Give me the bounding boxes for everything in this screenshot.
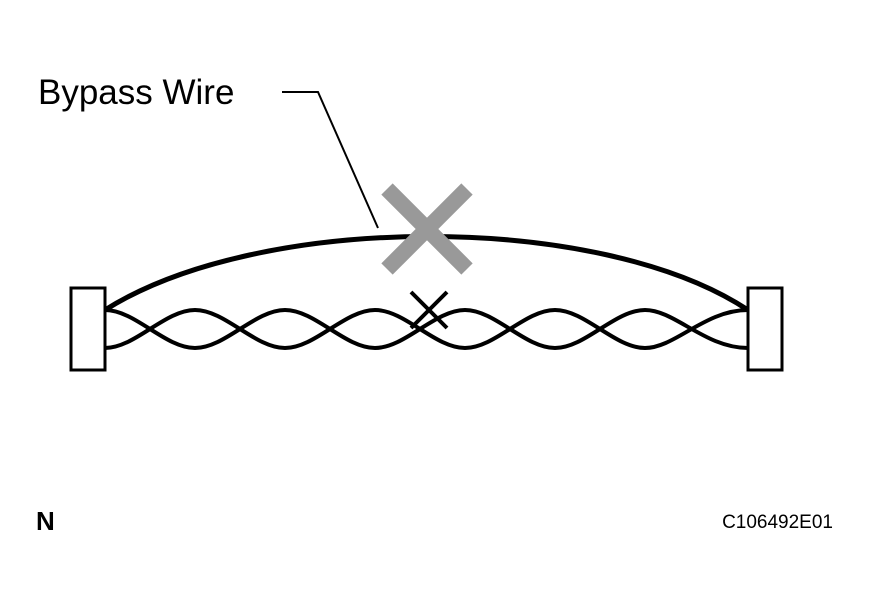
twisted-wire-a bbox=[104, 307, 749, 351]
figure-code: C106492E01 bbox=[722, 512, 833, 533]
twisted-wire-b bbox=[104, 307, 749, 351]
bypass-wire-label: Bypass Wire bbox=[38, 73, 234, 112]
right-connector bbox=[746, 286, 784, 372]
bypass-wire bbox=[103, 234, 750, 313]
leader-line bbox=[282, 91, 379, 229]
left-connector bbox=[69, 286, 107, 372]
prohibited-x-icon bbox=[381, 183, 473, 275]
corner-mark: N bbox=[36, 506, 55, 536]
cross-mark-icon bbox=[409, 290, 449, 330]
